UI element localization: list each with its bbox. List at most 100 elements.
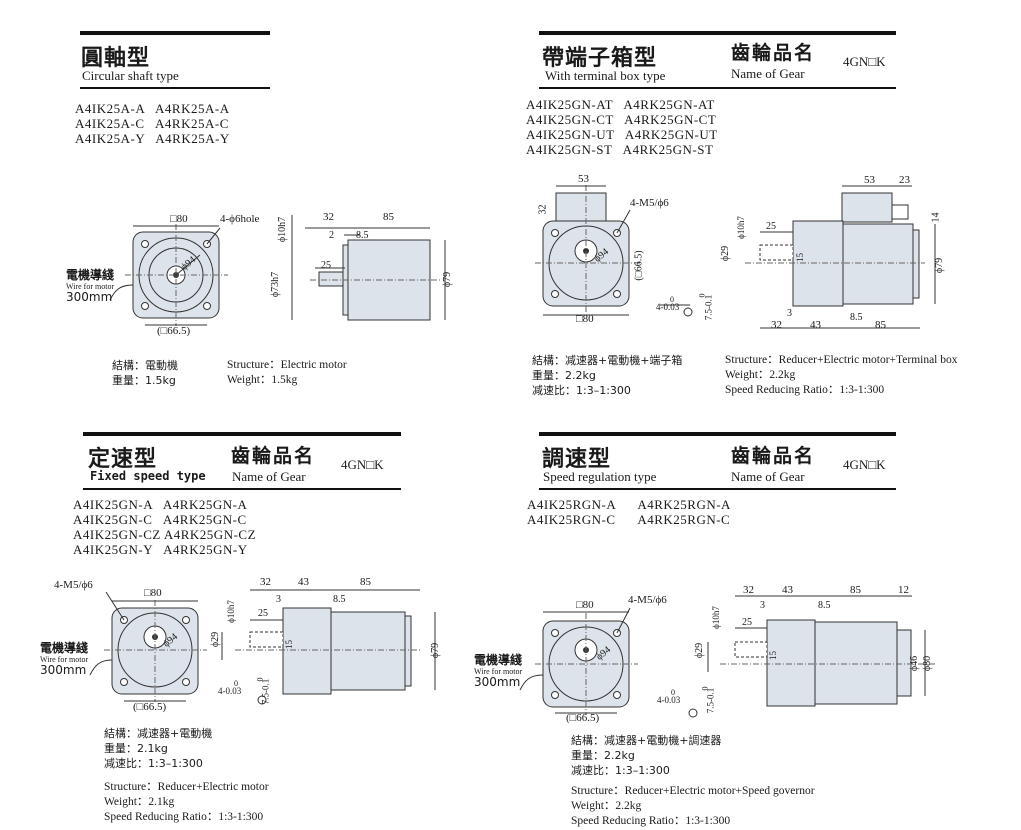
circular-bottom-rule (80, 87, 270, 89)
terminal-dim-r3: 3 (787, 308, 792, 319)
spec-line: 重量：2.2kg (532, 369, 596, 382)
circular-spec-zh: 結構：電動機 重量：1.5kg (112, 358, 178, 388)
fixed-dim-sq665: (□66.5) (133, 701, 167, 713)
spec-line: 减速比：1:3–1:300 (104, 757, 203, 770)
fixed-dim-m5: 4-M5/ϕ6 (54, 579, 93, 591)
speedreg-dim-l3: 3 (760, 600, 765, 611)
terminal-dim-d29: ϕ29 (720, 245, 732, 262)
speedreg-dim-m5: 4-M5/ϕ6 (628, 594, 667, 606)
model-row: A4IK25GN-Y A4RK25GN-Y (73, 542, 248, 557)
wire-label-en: Wire for motor (40, 655, 89, 664)
terminal-dim-r14: 14 (930, 212, 942, 223)
fixed-spec-zh: 結構：减速器+電動機 重量：2.1kg 减速比：1:3–1:300 (104, 726, 212, 771)
speedreg-dim-tol4: 7.5-0.1 (705, 687, 716, 714)
fixed-wire-label: 電機導綫 Wire for motor 300mm (40, 642, 89, 676)
fixed-title: 定速型 (88, 447, 158, 472)
terminal-front-view (535, 185, 693, 317)
terminal-dim-l53: 53 (578, 173, 589, 185)
spec-line: 結構：减速器+電動機+調速器 (571, 734, 722, 747)
wire-label-zh: 電機導綫 (474, 653, 523, 667)
speedreg-bottom-rule (539, 488, 896, 490)
fixed-dim-l32: 32 (260, 576, 271, 588)
speedreg-dim-d80: ϕ80 (922, 655, 934, 672)
circular-subtitle: Circular shaft type (82, 68, 179, 83)
fixed-dim-shaft: ϕ10h7 (225, 600, 236, 623)
terminal-dim-r15: 15 (795, 253, 805, 262)
wire-label-zh: 電機導綫 (66, 268, 115, 282)
speedreg-gear-subtitle: Name of Gear (731, 469, 805, 484)
circular-side-view (291, 215, 446, 321)
circular-dim-l2: 2 (329, 230, 334, 241)
fixed-side-view (221, 589, 436, 705)
speedreg-dim-l85b: 8.5 (818, 600, 831, 611)
circular-dim-l85b: 8.5 (356, 230, 369, 241)
terminal-dim-tol4: 7.5-0.1 (703, 294, 714, 321)
speedreg-model-list: A4IK25RGN-A A4RK25RGN-A A4IK25RGN-C A4RK… (527, 497, 731, 527)
terminal-dim-sq80: □80 (576, 313, 594, 325)
fixed-dim-sq80: □80 (144, 587, 162, 599)
fixed-dim-d79: ϕ79 (430, 642, 442, 659)
speedreg-dim-tol1: 0 (671, 688, 675, 697)
model-row: A4IK25GN-ST A4RK25GN-ST (526, 142, 714, 157)
spec-line: Structure：Reducer+Electric motor+Speed g… (571, 785, 815, 797)
terminal-subtitle: With terminal box type (545, 68, 666, 83)
terminal-dim-r85: 8.5 (850, 312, 863, 323)
circular-dim-sq80: □80 (170, 213, 188, 225)
circular-model-list: A4IK25A-A A4RK25A-A A4IK25A-C A4RK25A-C … (75, 101, 230, 146)
terminal-top-rule (539, 31, 896, 35)
wire-label-en: Wire for motor (66, 282, 115, 291)
fixed-dim-l43: 43 (298, 576, 309, 588)
circular-dim-holes: 4-ϕ6hole (220, 213, 260, 225)
model-row: A4IK25A-C A4RK25A-C (75, 116, 229, 131)
terminal-dim-r85b: 85 (875, 319, 886, 331)
speedreg-dim-l85: 85 (850, 584, 861, 596)
fixed-bottom-rule (83, 488, 401, 490)
circular-dim-od: ϕ79 (442, 271, 454, 288)
terminal-gear-subtitle: Name of Gear (731, 66, 805, 81)
model-row: A4IK25A-A A4RK25A-A (75, 101, 230, 116)
fixed-dim-tol2: 4-0.03 (218, 686, 242, 696)
wire-label-length: 300mm (474, 675, 521, 689)
speedreg-wire-label: 電機導綫 Wire for motor 300mm (474, 653, 523, 689)
spec-line: 結構：减速器+電動機+端子箱 (532, 354, 683, 367)
model-row: A4IK25GN-CZ A4RK25GN-CZ (73, 527, 257, 542)
fixed-top-rule (83, 432, 401, 436)
terminal-dim-r43: 43 (810, 319, 821, 331)
speedreg-gear-title: 齒輪品名 (731, 445, 816, 467)
circular-dim-sq665: (□66.5) (157, 325, 191, 337)
model-row: A4IK25GN-CT A4RK25GN-CT (526, 112, 717, 127)
terminal-dim-tol2: 4-0.03 (656, 302, 680, 312)
terminal-bottom-rule (539, 87, 896, 89)
model-row: A4IK25RGN-A A4RK25RGN-A (527, 497, 731, 512)
speedreg-spec-zh: 結構：减速器+電動機+調速器 重量：2.2kg 减速比：1:3–1:300 (571, 733, 721, 778)
fixed-subtitle: Fixed speed type (90, 469, 206, 483)
circular-front-view (109, 224, 228, 326)
terminal-dim-d79: ϕ79 (934, 257, 946, 274)
speedreg-spec-en: Structure：Reducer+Electric motor+Speed g… (571, 784, 815, 829)
speedreg-gear-code: 4GN□K (843, 457, 886, 472)
circular-title: 圓軸型 (81, 46, 151, 71)
circular-wire-label: 電機導綫 Wire for motor 300mm (66, 268, 115, 304)
terminal-dim-sq665: (□66.5) (633, 250, 645, 281)
fixed-gear-code: 4GN□K (341, 457, 384, 472)
fixed-dim-d29: ϕ29 (210, 631, 222, 648)
spec-line: Speed Reducing Ratio：1:3-1:300 (104, 811, 264, 823)
speedreg-dim-sq80: □80 (576, 599, 594, 611)
circular-dim-l25: 25 (321, 260, 331, 271)
speedreg-dim-l15: 15 (768, 651, 778, 660)
model-row: A4IK25GN-AT A4RK25GN-AT (526, 97, 715, 112)
wire-label-length: 300mm (66, 290, 113, 304)
speedreg-dim-d29: ϕ29 (694, 642, 706, 659)
spec-line: 重量：2.2kg (571, 749, 635, 762)
spec-line: 重量：2.1kg (104, 742, 168, 755)
terminal-dim-r32: 32 (771, 319, 782, 331)
fixed-dim-l3: 3 (276, 594, 281, 605)
fixed-model-list: A4IK25GN-A A4RK25GN-A A4IK25GN-C A4RK25G… (73, 497, 256, 557)
circular-spec-en: Structure：Electric motor Weight：1.5kg (227, 358, 347, 388)
speedreg-dim-sq665: (□66.5) (566, 712, 600, 724)
circular-top-rule (80, 31, 270, 35)
terminal-dim-tol1: 0 (670, 295, 674, 304)
spec-line: 結構：電動機 (112, 359, 178, 372)
fixed-spec-en: Structure：Reducer+Electric motor Weight：… (104, 780, 269, 825)
fixed-dim-tol4: 7.5-0.1 (260, 678, 271, 705)
